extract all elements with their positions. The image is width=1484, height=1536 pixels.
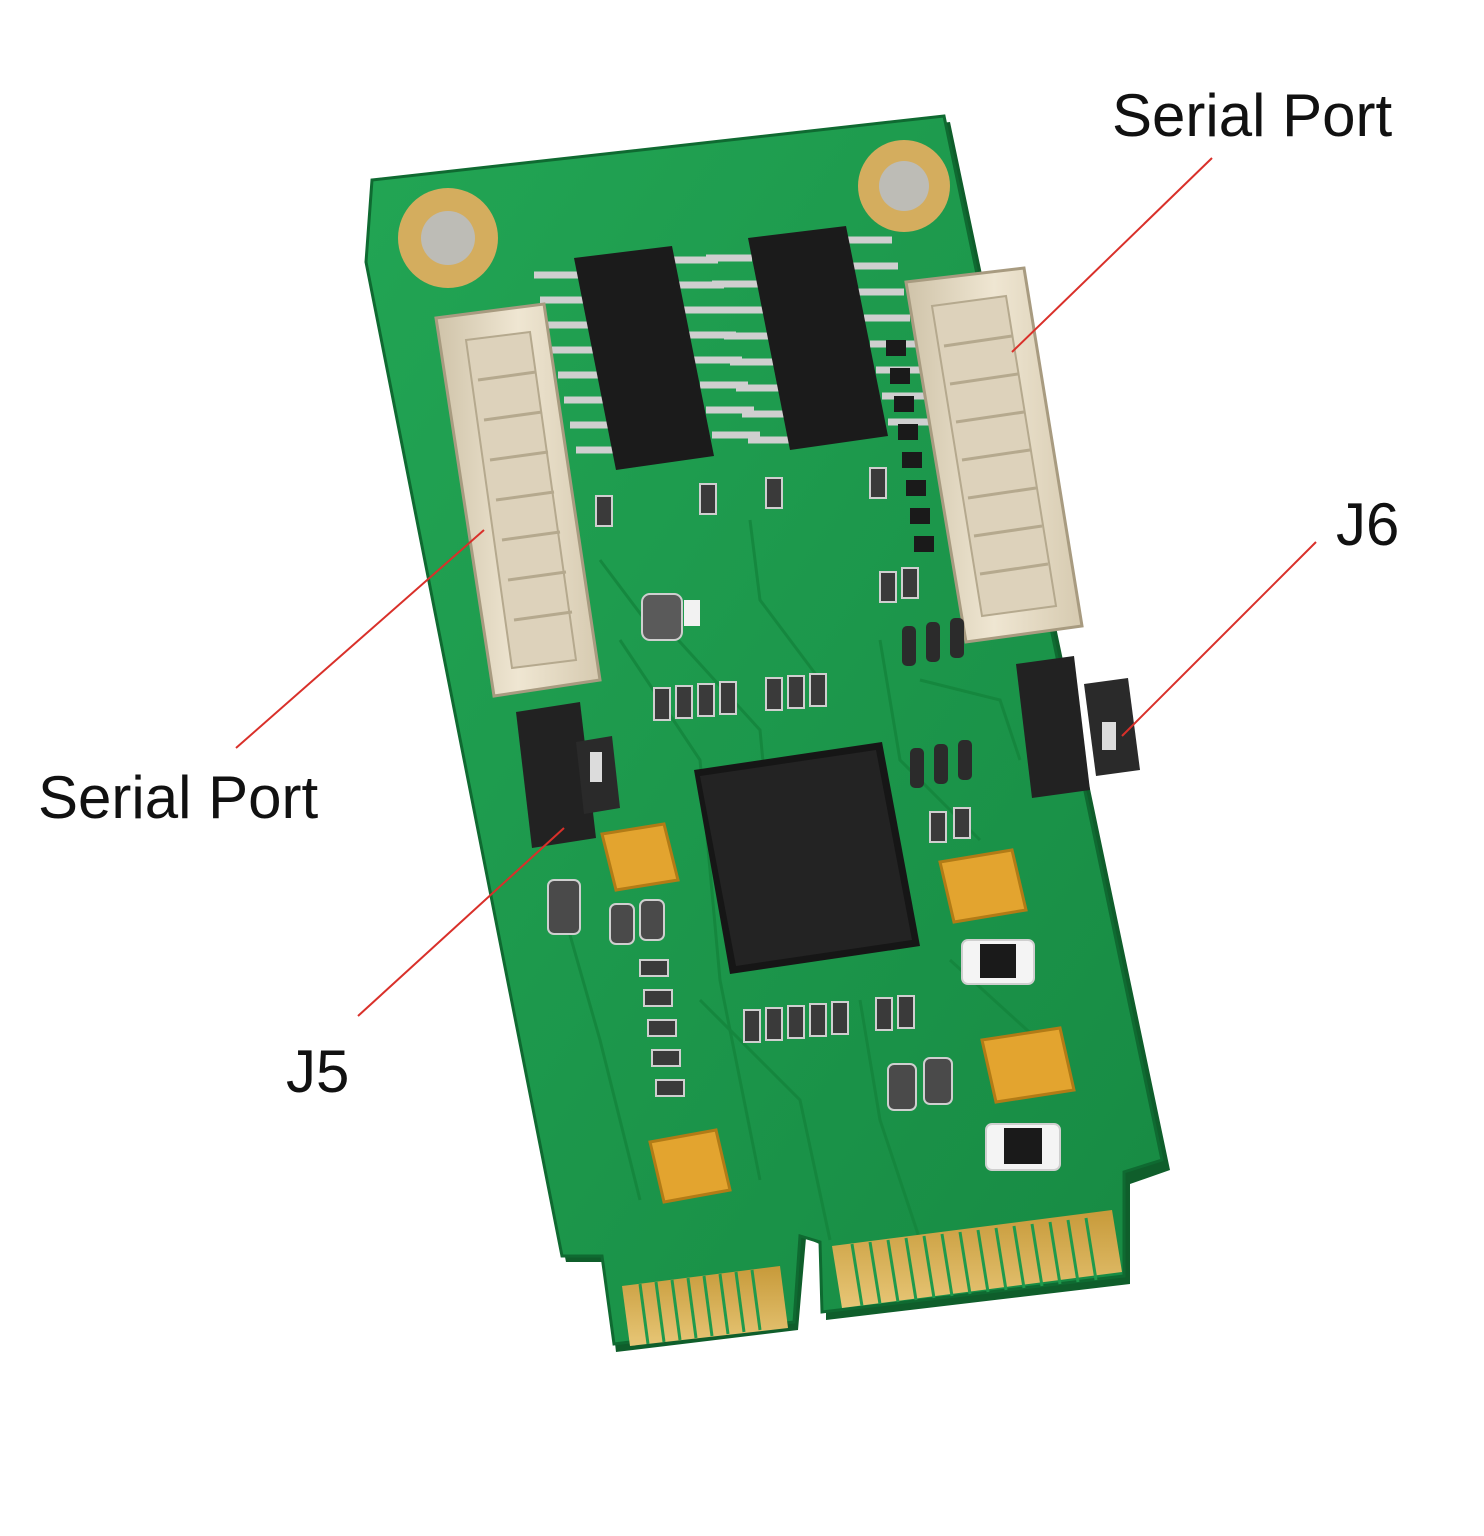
serial-port-connector-right (886, 266, 1084, 644)
chip-uart-qfn (694, 742, 920, 974)
mounting-hole-left (398, 188, 498, 288)
edge-connector-large (832, 1210, 1122, 1308)
callout-line-j6 (1121, 541, 1317, 737)
callout-line-j5 (357, 827, 565, 1017)
jumper-j6 (1016, 656, 1140, 798)
callout-line-serial-port-top (1011, 157, 1213, 353)
jumper-j5 (516, 702, 620, 848)
callout-serial-port-top: Serial Port (1112, 82, 1393, 149)
callout-serial-port-left: Serial Port (38, 764, 319, 831)
callout-j5: J5 (286, 1038, 350, 1105)
chip-u2-transceiver (706, 226, 934, 450)
callout-j6: J6 (1336, 491, 1400, 558)
ferrite-beads (547, 879, 953, 1111)
mounting-hole-right (858, 140, 950, 232)
callout-lines (235, 157, 1317, 1017)
tantalum-capacitors (600, 822, 1076, 1204)
callout-line-serial-port-left (235, 529, 485, 749)
edge-connector-small (622, 1266, 788, 1346)
smd-components (595, 467, 972, 1097)
chip-u1-transceiver (534, 246, 760, 470)
serial-port-connector-left (434, 302, 602, 698)
diodes (961, 939, 1061, 1171)
